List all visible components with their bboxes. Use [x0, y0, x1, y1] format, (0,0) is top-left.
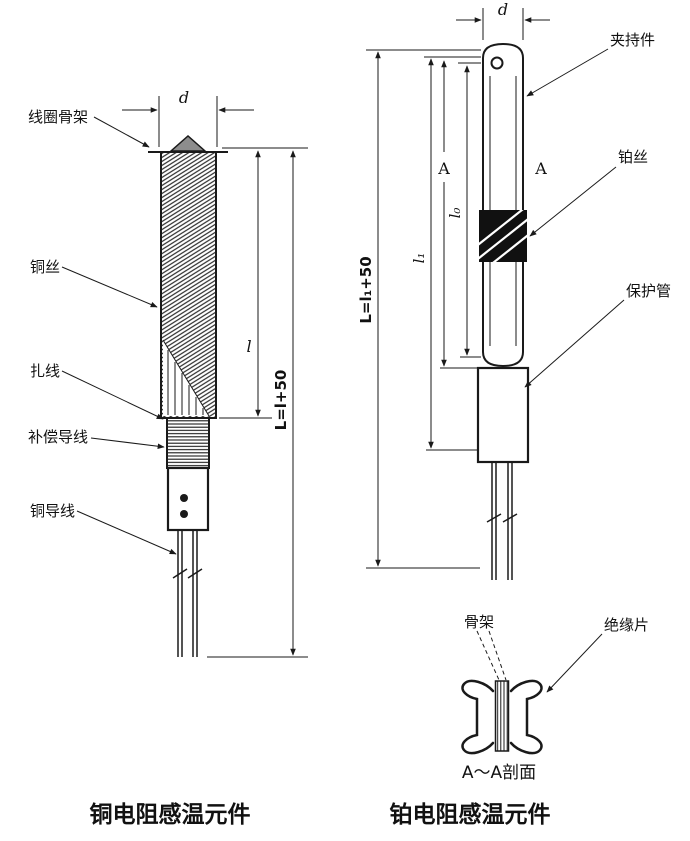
leader-platinum-wire — [529, 166, 617, 237]
dim-l0-label: l₀ — [446, 208, 464, 219]
dim-d-label: d — [179, 88, 189, 107]
cap-triangle — [169, 134, 207, 152]
leader-copper-wire — [61, 266, 158, 308]
leader-protection-tube — [524, 299, 625, 388]
dim-L-right: L=l₁+50 — [357, 51, 381, 567]
leader-frame — [488, 630, 507, 681]
leader-compensation-lead — [90, 437, 165, 450]
terminal-dot — [180, 510, 188, 518]
dim-l1: l₁ — [410, 58, 434, 449]
dim-A-right-label: A — [534, 159, 547, 178]
dim-d-left: d — [122, 88, 254, 147]
dim-d-right: d — [456, 0, 550, 40]
dim-A-left-label: A — [437, 159, 450, 178]
section-view: 骨架 绝缘片 A～A剖面 — [461, 613, 649, 783]
bobbin-slot-lines — [167, 350, 204, 415]
compensation-wrap — [166, 417, 210, 469]
leader-binding-wire — [61, 370, 164, 420]
lead-wires-right — [486, 462, 518, 580]
label-insulation: 绝缘片 — [604, 616, 649, 634]
label-protection-tube: 保护管 — [626, 282, 671, 300]
section-insulator-right — [509, 679, 543, 755]
left-figure-caption: 铜电阻感温元件 — [90, 801, 251, 828]
dim-l0: l₀ — [446, 65, 470, 356]
extension-lines — [366, 49, 481, 569]
section-insulator-left — [461, 679, 495, 755]
terminal-dot — [180, 494, 188, 502]
dim-L-right-label: L=l₁+50 — [357, 256, 375, 323]
leader-insulation — [546, 633, 603, 693]
label-platinum-wire: 铂丝 — [618, 148, 648, 166]
leader-clamp — [526, 48, 609, 97]
leader-coil-frame — [93, 116, 150, 148]
label-binding-wire: 扎线 — [30, 362, 60, 380]
lead-wires — [172, 530, 203, 657]
label-clamp: 夹持件 — [610, 31, 655, 49]
dim-L-left: L=l+50 — [207, 150, 308, 658]
section-caption: A～A剖面 — [462, 763, 536, 783]
dim-d-right-label: d — [498, 0, 508, 19]
dim-l-label: l — [246, 337, 251, 356]
label-copper-wire: 铜丝 — [30, 258, 60, 276]
label-frame: 骨架 — [464, 613, 494, 631]
dim-A-left: A — [437, 60, 450, 367]
clamp-hole — [490, 56, 504, 70]
protection-tube — [476, 366, 530, 464]
winding-edge-line — [162, 339, 210, 417]
platinum-winding — [479, 210, 527, 262]
right-figure-caption: 铂电阻感温元件 — [390, 801, 551, 828]
connector-block — [166, 466, 210, 532]
left-figure: d l L=l+50 线圈骨架 铜丝 扎线 补偿导线 铜导线 铜电阻感温元件 — [28, 88, 308, 828]
label-compensation-lead: 补偿导线 — [28, 428, 88, 446]
dim-L-label: L=l+50 — [272, 370, 290, 431]
clamp-strip — [482, 42, 524, 368]
label-copper-lead: 铜导线 — [30, 502, 75, 520]
winding-streaks — [479, 210, 527, 262]
dim-l1-label: l₁ — [410, 253, 428, 264]
dim-l-left: l — [219, 147, 308, 419]
right-figure: d L=l₁+50 l₁ A — [357, 0, 671, 828]
leader-copper-lead — [76, 510, 177, 555]
label-coil-frame: 线圈骨架 — [28, 108, 88, 126]
section-frame-core — [494, 680, 510, 752]
leader-frame — [476, 630, 500, 681]
